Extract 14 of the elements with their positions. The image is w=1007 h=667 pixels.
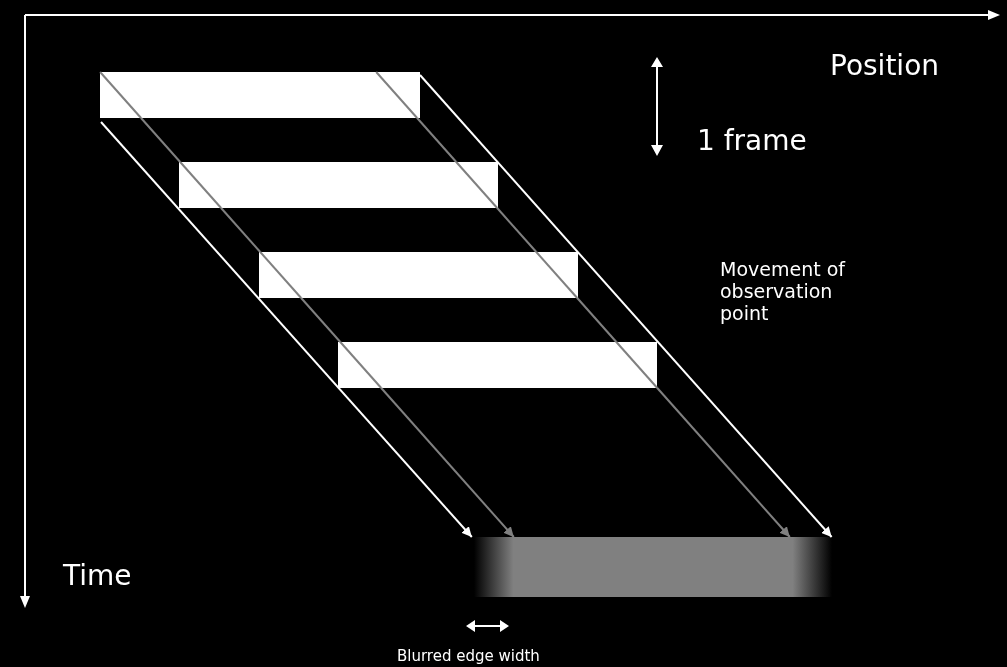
arrow <box>419 74 833 538</box>
blurred-bar <box>474 537 832 597</box>
axis-label: Time <box>63 560 132 593</box>
axis-label: Position <box>830 50 940 83</box>
frame-bar <box>179 162 498 208</box>
dimension-label: 1 frame <box>697 125 807 158</box>
arrow <box>656 387 791 538</box>
frame-bar <box>259 252 578 298</box>
frame-bar <box>338 342 657 388</box>
annotation-text: Movement of observation point <box>720 259 847 325</box>
arrow <box>100 121 473 538</box>
arrow <box>380 387 515 538</box>
dimension-label: Blurred edge width <box>397 648 540 666</box>
frame-bar <box>100 72 420 118</box>
